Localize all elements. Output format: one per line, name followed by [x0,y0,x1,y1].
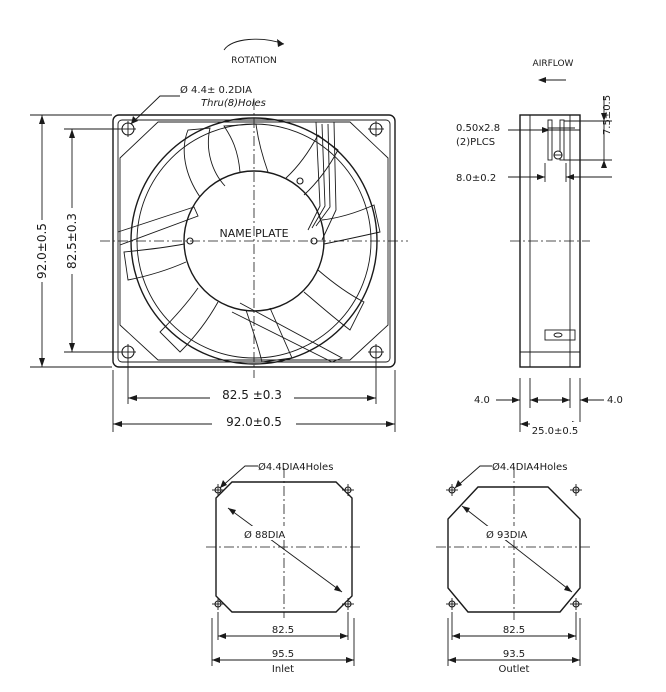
inlet-dim-overall: 95.5 [272,649,294,660]
fan-blade [123,243,187,281]
fan-blade [321,204,381,245]
dim-terminal-height-label: 7.5±0.5 [602,95,613,135]
outlet-caption: Outlet [499,664,530,675]
dim-left-inner-label: 82.5±0.3 [65,213,79,269]
outlet-view: Ø4.4DIA4Holes Ø 93DIA 82.5 93.5 Outlet [436,461,592,675]
inlet-hole-callout: Ø4.4DIA4Holes [258,461,333,473]
hole-callout-top-line1: Ø 4.4± 0.2DIA [180,84,252,96]
terminal-size-line2: (2)PLCS [456,137,495,148]
wire-channel [307,121,337,241]
dim-flange-left-label: 4.0 [474,395,490,406]
fan-blade [223,123,269,173]
name-plate-label: NAME PLATE [219,227,288,240]
dim-depth-label: 25.0±0.5 [532,426,579,437]
airflow-label: AIRFLOW [533,59,574,69]
inlet-circle-dia: Ø 88DIA [244,529,285,541]
rotation-label: ROTATION [231,56,277,66]
terminal [559,119,565,161]
dim-flange-right-label: 4.0 [607,395,623,406]
support-strut [117,206,199,246]
support-strut [231,302,344,363]
fan-blade [159,287,219,353]
fan-blade [303,269,365,331]
side-label [544,329,576,341]
hub-screw-hole [296,177,304,185]
inlet-outline [215,481,353,613]
outlet-circle-dia: Ø 93DIA [486,529,527,541]
hole-callout-top-line2: Thru(8)Holes [201,98,266,109]
inlet-dim-hole-spacing: 82.5 [272,625,294,636]
side-view: AIRFLOW 0.50x2.8 (2)PLCS 7.5±0.5 [456,59,623,437]
terminal [547,119,553,161]
fan-blade [183,127,226,198]
venturi-octagon [119,121,389,361]
wire-channel-inner [311,123,326,229]
dim-left-outer-label: 92.0±0.5 [35,223,49,279]
outlet-outline [447,486,581,613]
rotation-arrow [223,38,285,51]
outlet-hole-callout: Ø4.4DIA4Holes [492,461,567,473]
hole-callout-leader [130,95,180,125]
outlet-dim-hole-spacing: 82.5 [503,625,525,636]
fan-blade [245,307,293,363]
dim-bottom-outer-label: 92.0±0.5 [226,415,282,429]
inlet-view: Ø4.4DIA4Holes Ø 88DIA 82.5 95.5 Inlet [206,461,362,675]
front-view: NAME PLATE ROTATION Ø 4.4± 0.2DIA Thru(8… [30,38,408,432]
outlet-dim-overall: 93.5 [503,649,525,660]
terminal-size-line1: 0.50x2.8 [456,123,500,134]
fan-blade [285,134,339,196]
inlet-caption: Inlet [272,664,294,675]
dim-terminal-offset-label: 8.0±0.2 [456,173,496,184]
wire-channel-inner [315,123,331,227]
dim-bottom-inner-label: 82.5 ±0.3 [222,388,282,402]
